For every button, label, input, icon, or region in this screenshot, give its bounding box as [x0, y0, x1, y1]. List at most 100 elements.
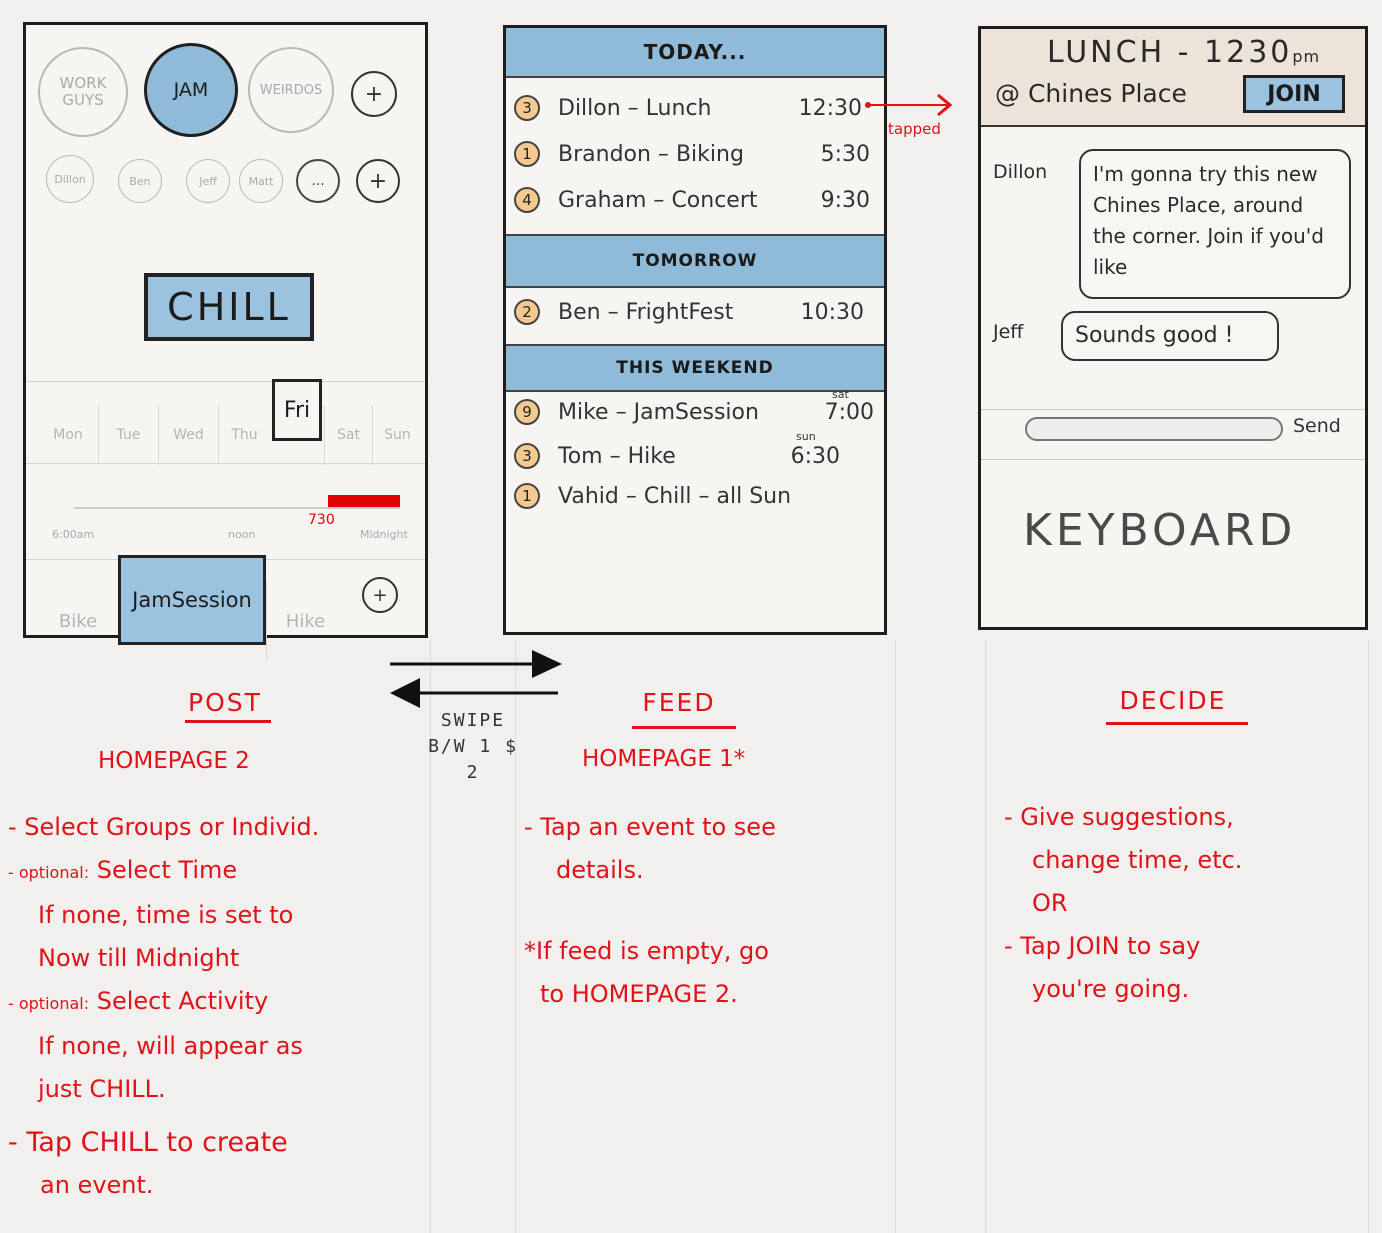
attendee-count-badge: 3 [514, 95, 540, 121]
note-prefix: - optional: [8, 863, 90, 882]
attendee-count-badge: 9 [514, 399, 540, 425]
activity-jamsession[interactable]: JamSession [118, 555, 266, 645]
message-sender: Jeff [993, 321, 1024, 343]
person-ben[interactable]: Ben [118, 159, 162, 203]
post-note: just CHILL. [38, 1075, 166, 1103]
item-name: Vahid [558, 483, 619, 509]
section-title: THIS WEEKEND [616, 358, 774, 378]
item-time: 10:30 [800, 299, 864, 325]
decide-title-underline [1106, 722, 1248, 725]
item-time: 9:30 [820, 187, 870, 213]
feed-item[interactable]: 3 Dillon – Lunch 12:30 [506, 86, 884, 130]
event-title: LUNCH - 1230pm [1047, 35, 1320, 70]
column-divider [895, 640, 896, 1233]
feed-title: FEED [642, 688, 716, 717]
attendee-count-badge: 2 [514, 299, 540, 325]
item-activity: JamSession [633, 399, 759, 425]
activity-label: Hike [285, 610, 326, 632]
item-activity: Concert [671, 187, 758, 213]
section-header-today: TODAY... [506, 28, 884, 78]
time-slider-track[interactable] [74, 507, 400, 509]
day-fri[interactable]: Fri [272, 379, 322, 441]
day-sat[interactable]: Sat [324, 405, 372, 465]
post-notes: - Select Groups or Individ. - optional: … [8, 806, 428, 1207]
item-time: 12:30 [798, 95, 862, 121]
feed-item[interactable]: 4 Graham – Concert 9:30 [506, 178, 884, 222]
message-sender: Dillon [993, 161, 1048, 183]
join-button[interactable]: JOIN [1243, 75, 1345, 113]
item-name: Tom [558, 443, 603, 469]
group-weirdos[interactable]: WEIRDOS [248, 47, 334, 133]
event-header: LUNCH - 1230pm @ Chines Place JOIN [981, 29, 1365, 127]
send-button[interactable]: Send [1293, 415, 1341, 437]
event-title-text: LUNCH - 1230 [1047, 35, 1293, 70]
person-label: Dillon [54, 172, 86, 186]
activity-hike[interactable]: Hike [266, 581, 344, 661]
day-label: Wed [173, 427, 204, 443]
group-label: JAM [173, 78, 209, 101]
plus-icon: + [364, 81, 384, 107]
item-activity: Hike [627, 443, 676, 469]
item-day-label: sat [832, 388, 849, 401]
more-people-button[interactable]: ... [296, 159, 340, 203]
day-sun[interactable]: Sun [372, 405, 422, 465]
time-slider-selection[interactable] [328, 495, 400, 507]
chill-label: CHILL [167, 285, 291, 329]
item-day-label: sun [796, 430, 816, 443]
event-title-suffix: pm [1292, 47, 1321, 66]
post-title-underline [185, 720, 271, 723]
time-mid-label: noon [228, 528, 256, 541]
post-screen: WORK GUYS JAM WEIRDOS + Dillon Ben Jeff … [23, 22, 428, 661]
item-activity: FrightFest [625, 299, 734, 325]
add-person-button[interactable]: + [356, 159, 400, 203]
add-activity-button[interactable]: + [362, 577, 398, 613]
feed-item[interactable]: 9 Mike – JamSession 7:00 [506, 390, 884, 434]
attendee-count-badge: 4 [514, 187, 540, 213]
person-label: Ben [129, 174, 151, 188]
day-label: Tue [116, 427, 141, 443]
day-label: Sun [384, 427, 411, 443]
activity-bike[interactable]: Bike [38, 581, 118, 661]
post-note: - Tap CHILL to create [8, 1127, 288, 1158]
post-note: - optional: Select Time [8, 849, 428, 894]
section-title: TOMORROW [632, 251, 758, 271]
activity-label: Bike [58, 610, 98, 632]
item-name: Ben [558, 299, 601, 325]
post-note: - optional: Select Activity [8, 980, 428, 1025]
day-label: Mon [53, 427, 83, 443]
day-thu[interactable]: Thu [218, 405, 270, 465]
tapped-label: tapped [888, 120, 941, 138]
feed-item[interactable]: 1 Vahid – Chill – all Sun [506, 474, 884, 518]
person-jeff[interactable]: Jeff [186, 159, 230, 203]
message-input[interactable] [1025, 417, 1283, 441]
day-wed[interactable]: Wed [158, 405, 218, 465]
decide-notes: - Give suggestions, change time, etc. OR… [1004, 796, 1366, 1011]
message-text: I'm gonna try this new Chines Place, aro… [1093, 162, 1324, 279]
day-mon[interactable]: Mon [38, 405, 98, 465]
day-label: Fri [283, 397, 311, 423]
feed-item[interactable]: 3 Tom – Hike 6:30 [506, 434, 884, 478]
group-label: WORK GUYS [59, 74, 107, 109]
chill-button[interactable]: CHILL [144, 273, 314, 341]
feed-note: details. [556, 856, 644, 884]
feed-note: - Tap an event to see [524, 813, 776, 841]
day-tue[interactable]: Tue [98, 405, 158, 465]
feed-notes: - Tap an event to see details. *If feed … [524, 806, 890, 1016]
feed-item[interactable]: 1 Brandon – Biking 5:30 [506, 132, 884, 176]
note-text: Select Time [96, 856, 238, 884]
attendee-count-badge: 3 [514, 443, 540, 469]
post-note: an event. [40, 1171, 154, 1199]
group-work-guys[interactable]: WORK GUYS [38, 47, 128, 137]
person-matt[interactable]: Matt [239, 159, 283, 203]
feed-item[interactable]: 2 Ben – FrightFest 10:30 [506, 290, 884, 334]
person-dillon[interactable]: Dillon [46, 155, 94, 203]
join-label: JOIN [1267, 81, 1321, 107]
message-bubble: I'm gonna try this new Chines Place, aro… [1079, 149, 1351, 299]
divider [26, 463, 425, 464]
add-group-button[interactable]: + [351, 71, 397, 117]
decide-note: you're going. [1032, 975, 1190, 1003]
group-jam[interactable]: JAM [144, 43, 238, 137]
swipe-arrows-icon [390, 650, 562, 708]
post-note: If none, time is set to [38, 901, 294, 929]
item-name: Dillon [558, 95, 621, 121]
